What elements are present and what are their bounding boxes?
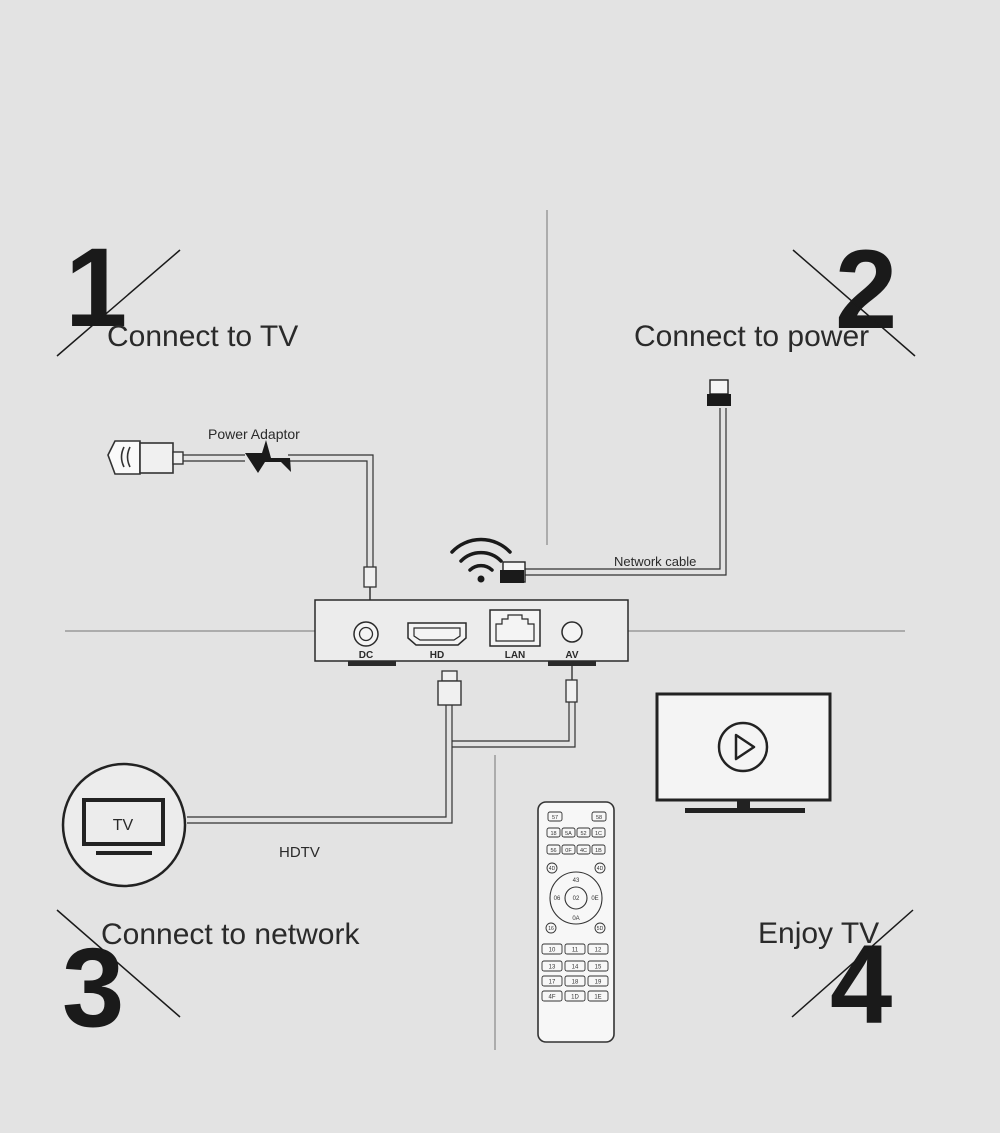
remote-key: 12 [595, 948, 602, 954]
set-top-box: DC HD LAN AV [314, 599, 629, 666]
step-1-label: Connect to TV [107, 320, 298, 353]
dpad-right: 0E [591, 896, 598, 902]
plug-icon [107, 440, 184, 475]
step-3: 3 Connect to network [56, 909, 360, 1050]
remote-key: 1B [595, 848, 602, 854]
network-cable-label: Network cable [614, 554, 696, 569]
remote-key: 10 [549, 948, 556, 954]
remote-key: 57 [552, 815, 558, 821]
lan-port: LAN [489, 609, 541, 661]
dc-port: DC [353, 621, 379, 661]
step-4-slash [791, 909, 914, 1018]
port-label-dc: DC [359, 650, 373, 661]
step-2: 2 Connect to power [634, 227, 916, 357]
remote-key: 11 [572, 948, 579, 954]
remote-key: 4F [548, 995, 555, 1001]
remote-key: 1C [595, 831, 602, 837]
tv-icon: TV [61, 762, 187, 888]
remote-key: 18 [550, 831, 556, 837]
remote-key: 19 [595, 980, 602, 986]
remote-control: 57 58 18 5A 52 1C 56 0F 4C 1B 4D 4D 43 0… [537, 801, 615, 1043]
av-port: AV [561, 621, 583, 661]
step-1-slash [56, 249, 181, 357]
network-cable: Network cable [500, 379, 731, 583]
step-1: 1 Connect to TV [56, 225, 298, 357]
dpad-down: 0A [572, 916, 579, 922]
remote-numpad: 10 11 12 13 14 15 17 18 19 4F 1D 1E [541, 943, 609, 1002]
port-label-av: AV [565, 650, 578, 661]
port-label-lan: LAN [505, 650, 526, 661]
step-3-slash [56, 909, 181, 1018]
step-4-number: 4 [830, 922, 892, 1047]
hdmi-cable: HDTV [187, 670, 462, 861]
divider-lines [65, 210, 905, 1050]
port-label-hd: HD [430, 650, 444, 661]
step-4-label: Enjoy TV [758, 917, 879, 950]
lightning-icon [245, 440, 291, 473]
tv-icon-label: TV [113, 817, 134, 834]
remote-key: 1E [594, 995, 601, 1001]
play-icon [717, 721, 769, 773]
monitor [655, 692, 832, 813]
remote-key: 56 [550, 848, 556, 854]
remote-key: 58 [596, 815, 602, 821]
step-4: 4 Enjoy TV [758, 909, 914, 1047]
ethernet-plug-icon [500, 379, 731, 583]
dpad-left: 06 [554, 896, 561, 902]
remote-key: 1D [571, 995, 579, 1001]
wifi-icon [450, 537, 512, 583]
remote-key: 4D [549, 866, 556, 872]
av-cable [452, 666, 578, 748]
power-adaptor-label: Power Adaptor [208, 426, 300, 442]
step-2-slash [792, 249, 916, 357]
remote-key: 52 [580, 831, 586, 837]
hd-port: HD [407, 622, 467, 661]
remote-key: 4D [597, 866, 604, 872]
dpad-center: 02 [573, 896, 580, 902]
remote-key: 18 [572, 980, 579, 986]
remote-key: 0F [565, 848, 572, 854]
remote-key: 5A [565, 831, 572, 837]
step-3-number: 3 [62, 925, 124, 1050]
remote-key: 5D [597, 926, 604, 932]
step-1-number: 1 [65, 225, 127, 350]
remote-key: 15 [595, 965, 602, 971]
remote-key: 13 [549, 965, 556, 971]
dpad-up: 43 [573, 878, 580, 884]
step-2-label: Connect to power [634, 320, 869, 353]
power-adaptor-cable: Power Adaptor [107, 426, 377, 600]
remote-key: 17 [549, 980, 556, 986]
step-3-label: Connect to network [101, 918, 360, 951]
remote-key: 14 [572, 965, 579, 971]
hdtv-label: HDTV [279, 844, 320, 861]
remote-key: 4C [580, 848, 587, 854]
remote-dpad: 43 02 06 0E 0A [549, 871, 603, 925]
remote-key: 16 [548, 926, 554, 932]
